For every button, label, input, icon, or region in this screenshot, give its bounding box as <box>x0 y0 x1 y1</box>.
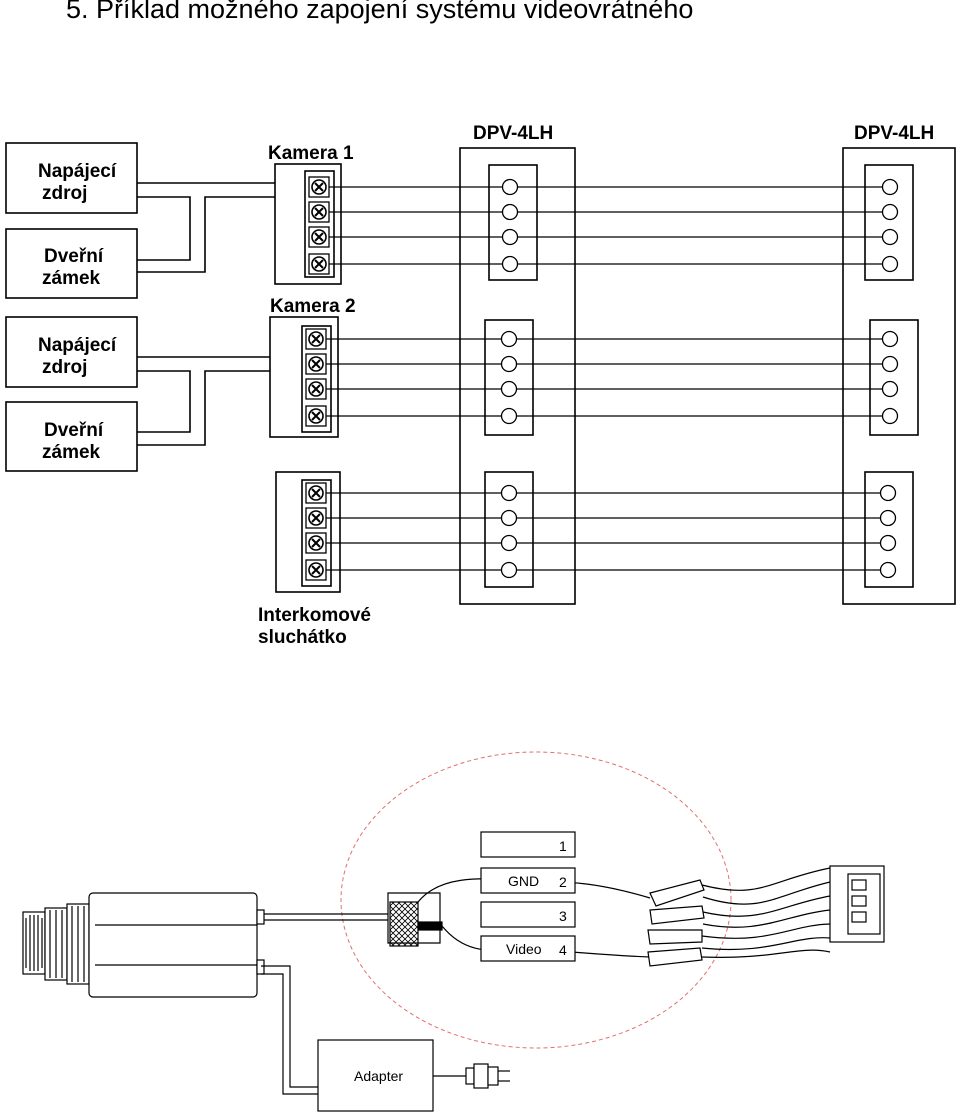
supply-wiring-2 <box>137 356 270 446</box>
screw-terminal-icon <box>305 353 327 375</box>
door-lock-1-label-2: zámek <box>42 268 101 289</box>
power-supply-2-label: Napájecí <box>38 335 117 356</box>
terminal-circle-icon <box>881 255 899 273</box>
adapter-box <box>317 1039 434 1112</box>
screw-terminal-icon <box>305 532 327 554</box>
terminal-circle-icon <box>881 380 899 398</box>
camera-2-label: Kamera 2 <box>270 296 356 317</box>
screw-terminal-icon <box>308 226 330 248</box>
camera-body <box>88 892 258 998</box>
terminal-circle-icon <box>881 228 899 246</box>
power-supply-2-label-2: zdroj <box>42 357 87 378</box>
terminal-circle-icon <box>500 380 518 398</box>
monitor-2-group-2 <box>869 319 919 436</box>
pin-4-label: Video <box>506 941 542 957</box>
terminal-circle-icon <box>879 509 897 527</box>
monitor-1-group-3 <box>484 471 534 588</box>
intercom-label-2: sluchátko <box>258 627 347 648</box>
monitor-1-group-2 <box>484 319 534 436</box>
door-lock-box-2 <box>5 401 138 472</box>
cable-core <box>417 921 443 931</box>
bus-wires-intercom <box>316 492 888 571</box>
ribbon-wires <box>701 867 831 958</box>
screw-terminal-icon <box>305 378 327 400</box>
screw-terminal-icon <box>305 482 327 504</box>
page-title: 5. Příklad možného zapojení systému vide… <box>66 0 694 24</box>
monitor-2-label: DPV-4LH <box>854 123 934 144</box>
intercom-label: Interkomové <box>258 605 371 626</box>
terminal-circle-icon <box>500 330 518 348</box>
video-cable <box>264 913 388 921</box>
screw-terminal-icon <box>308 201 330 223</box>
adapter-label: Adapter <box>354 1068 403 1084</box>
bus-wires-camera-1 <box>319 186 890 265</box>
screw-terminal-icon <box>308 253 330 275</box>
terminal-circle-icon <box>879 534 897 552</box>
camera-1-label: Kamera 1 <box>268 143 354 164</box>
terminal-circle-icon <box>500 534 518 552</box>
monitor-1-frame <box>459 147 576 605</box>
terminal-circle-icon <box>501 228 519 246</box>
terminal-circle-icon <box>500 509 518 527</box>
terminal-circle-icon <box>879 561 897 579</box>
pin-box-4 <box>480 935 576 962</box>
detail-circle <box>340 751 732 1049</box>
door-lock-2-label-2: zámek <box>42 442 101 463</box>
supply-wiring-1 <box>137 182 275 273</box>
terminal-circle-icon <box>879 484 897 502</box>
intercom-terminal-strip <box>301 479 332 587</box>
screw-terminal-icon <box>305 328 327 350</box>
plug-icon <box>465 1063 510 1089</box>
terminal-circle-icon <box>501 178 519 196</box>
door-lock-1-label: Dveřní <box>44 246 104 267</box>
terminal-circle-icons <box>500 178 899 579</box>
pin-box-2 <box>480 867 576 894</box>
camera-lens <box>22 903 90 985</box>
pin-3-number: 3 <box>559 908 567 924</box>
camera-1-terminal-strip <box>304 170 335 278</box>
connector-pins <box>647 879 705 967</box>
screw-terminal-icons <box>305 176 330 581</box>
intercom-box <box>275 471 341 593</box>
terminal-circle-icon <box>500 484 518 502</box>
terminal-circle-icon <box>881 178 899 196</box>
terminal-circle-icon <box>881 203 899 221</box>
terminal-circle-icon <box>881 407 899 425</box>
terminal-circle-icon <box>881 330 899 348</box>
power-supply-1-label-2: zdroj <box>42 183 87 204</box>
pin-2-label: GND <box>508 873 539 889</box>
terminal-circle-icon <box>501 203 519 221</box>
camera-2-terminal-strip <box>301 325 332 433</box>
power-supply-box-1 <box>5 142 138 214</box>
monitor-2-group-3 <box>864 471 914 588</box>
pin-1-number: 1 <box>559 838 567 854</box>
terminal-circle-icon <box>500 561 518 579</box>
camera-1-box <box>274 163 342 285</box>
pin-box-1 <box>480 831 576 858</box>
pin-2-number: 2 <box>559 874 567 890</box>
monitor-2-group-1 <box>864 164 914 281</box>
pin-4-number: 4 <box>559 942 567 958</box>
monitor-1-group-1 <box>488 164 538 281</box>
screw-terminal-icon <box>305 559 327 581</box>
screw-terminal-icon <box>308 176 330 198</box>
terminal-circle-icon <box>500 407 518 425</box>
power-supply-1-label: Napájecí <box>38 161 117 182</box>
terminal-circle-icon <box>500 355 518 373</box>
terminal-circle-icon <box>501 255 519 273</box>
screw-terminal-icon <box>305 405 327 427</box>
camera-2-box <box>269 316 339 438</box>
pin-box-3 <box>480 901 576 928</box>
door-lock-box-1 <box>5 228 138 299</box>
terminal-circle-icon <box>881 355 899 373</box>
monitor-2-frame <box>842 147 956 605</box>
door-lock-2-label: Dveřní <box>44 420 104 441</box>
power-supply-box-2 <box>5 316 138 388</box>
cable-shield <box>389 901 419 947</box>
monitor-1-label: DPV-4LH <box>473 123 553 144</box>
bus-wires-camera-2 <box>316 338 890 417</box>
power-cable <box>261 965 318 1095</box>
screw-terminal-icon <box>305 507 327 529</box>
